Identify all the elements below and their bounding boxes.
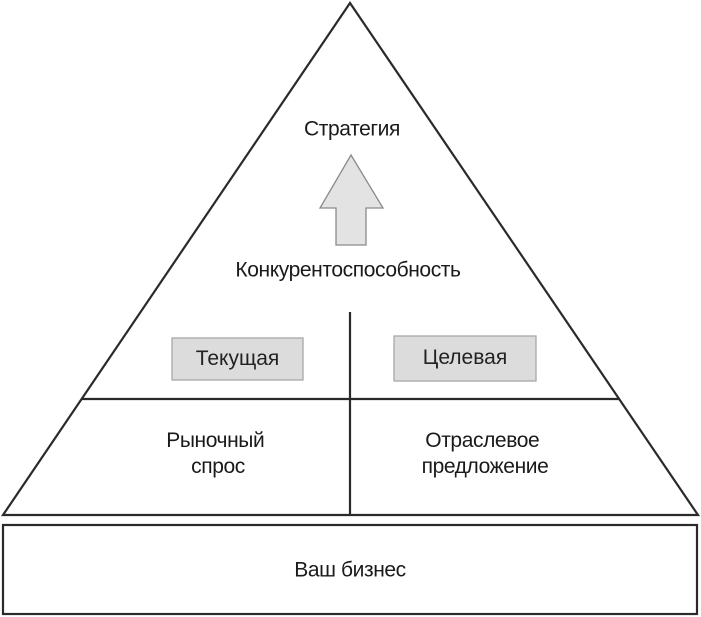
market-demand-label-line-1: Рыночный — [166, 429, 264, 452]
current-state-box: Текущая — [171, 337, 304, 381]
industry-supply-label-line-1: Отраслевое — [425, 429, 539, 452]
strategy-label: Стратегия — [304, 118, 400, 141]
market-demand-label: Рыночный спрос — [166, 429, 270, 478]
your-business-label: Ваш бизнес — [294, 559, 406, 582]
current-state-box-frame — [171, 337, 304, 381]
industry-supply-label-line-2: предложение — [422, 455, 549, 478]
foundation-box: Ваш бизнес — [1, 523, 699, 616]
target-state-box: Целевая — [393, 335, 537, 382]
target-state-box-frame — [393, 335, 537, 382]
up-arrow-icon — [318, 153, 385, 246]
competitiveness-label: Конкурентоспособность — [235, 259, 461, 282]
foundation-box-frame — [1, 523, 699, 616]
current-state-label: Текущая — [196, 347, 280, 370]
market-demand-label-line-2: спрос — [191, 455, 245, 478]
target-state-label: Целевая — [423, 346, 507, 369]
industry-supply-label: Отраслевое предложение — [422, 429, 549, 478]
